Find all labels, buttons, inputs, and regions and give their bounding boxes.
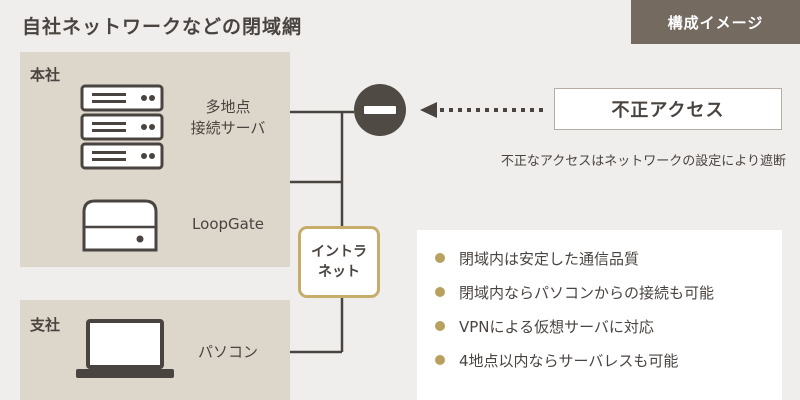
hq-office-label: 本社 [30, 66, 61, 84]
server-label-line2: 接続サーバ [190, 119, 266, 137]
feature-panel: 閉域内は安定した通信品質 閉域内ならパソコンからの接続も可能 VPNによる仮想サ… [417, 230, 782, 400]
loopgate-label: LoopGate [192, 215, 264, 233]
server-label-line1: 多地点 [205, 98, 251, 116]
intranet-label-line1: イントラ [311, 244, 367, 260]
feature-text: VPNによる仮想サーバに対応 [459, 317, 654, 336]
feature-text: 閉域内ならパソコンからの接続も可能 [459, 283, 715, 302]
router-box-icon [82, 199, 158, 252]
bullet-icon [435, 355, 445, 365]
feature-item: 閉域内は安定した通信品質 [435, 241, 782, 275]
feature-text: 閉域内は安定した通信品質 [459, 249, 640, 268]
feature-text: 4地点以内ならサーバレスも可能 [459, 351, 679, 370]
blocked-access-arrow [420, 102, 548, 118]
unauthorized-access-box: 不正アクセス [554, 88, 782, 130]
intranet-node: イントラ ネット [298, 226, 380, 298]
server-rack-icon [80, 84, 164, 170]
composition-badge: 構成イメージ [631, 0, 800, 44]
no-entry-icon [354, 84, 406, 136]
pc-label: パソコン [197, 343, 258, 361]
server-label: 多地点 接続サーバ [178, 97, 278, 139]
laptop-icon [76, 319, 174, 378]
feature-item: VPNによる仮想サーバに対応 [435, 309, 782, 343]
bullet-icon [435, 321, 445, 331]
bullet-icon [435, 253, 445, 263]
block-caption: 不正なアクセスはネットワークの設定により遮断 [500, 154, 786, 169]
branch-office-label: 支社 [30, 316, 61, 334]
bullet-icon [435, 287, 445, 297]
page-title: 自社ネットワークなどの閉域網 [22, 16, 303, 38]
intranet-label-line2: ネット [318, 264, 360, 280]
feature-list: 閉域内は安定した通信品質 閉域内ならパソコンからの接続も可能 VPNによる仮想サ… [417, 230, 782, 377]
feature-item: 4地点以内ならサーバレスも可能 [435, 343, 782, 377]
feature-item: 閉域内ならパソコンからの接続も可能 [435, 275, 782, 309]
